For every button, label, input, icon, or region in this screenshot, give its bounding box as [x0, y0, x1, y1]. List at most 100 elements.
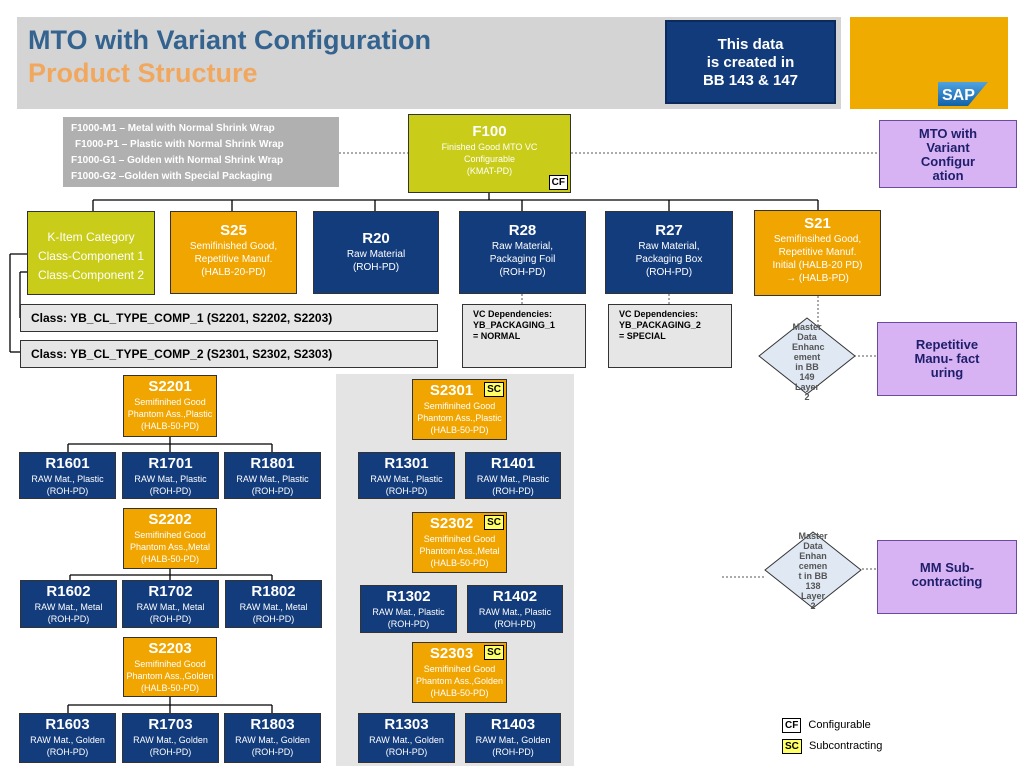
node-code: R1702	[148, 583, 193, 600]
r1602-node[interactable]: R1602 RAW Mat., Metal (ROH-PD)	[20, 580, 117, 628]
r28-node[interactable]: R28 Raw Material, Packaging Foil (ROH-PD…	[459, 211, 586, 294]
r1301-node[interactable]: R1301 RAW Mat., Plastic (ROH-PD)	[358, 452, 455, 499]
node-code: S2301	[429, 382, 474, 399]
node-desc: RAW Mat., Plastic	[370, 474, 443, 484]
kitem-line: K-Item Category	[47, 230, 135, 244]
sap-logo: SAP	[938, 82, 988, 106]
node-type: (ROH-PD)	[251, 486, 294, 496]
master-data-diamond-2: Master Data Enhan cemen t in BB 138 Laye…	[763, 530, 863, 611]
node-type: (ROH-PD)	[149, 614, 192, 624]
node-desc: Repetitive Manuf.	[778, 247, 857, 258]
r1802-node[interactable]: R1802 RAW Mat., Metal (ROH-PD)	[225, 580, 322, 628]
kitem-box: K-Item Category Class-Component 1 Class-…	[27, 211, 155, 295]
node-code: S2303	[429, 645, 474, 662]
node-type: (HALB-50-PD)	[430, 558, 489, 568]
s21-node[interactable]: S21 Semifinsihed Good, Repetitive Manuf.…	[754, 210, 881, 296]
node-code: R1403	[490, 716, 536, 733]
node-type: (HALB-50-PD)	[140, 683, 199, 693]
r1801-node[interactable]: R1801 RAW Mat., Plastic (ROH-PD)	[224, 452, 321, 499]
class-comp1-label: Class: YB_CL_TYPE_COMP_1 (S2201, S2202, …	[31, 311, 333, 325]
node-desc: RAW Mat., Golden	[475, 735, 551, 745]
node-desc: Semifinihed Good	[423, 664, 496, 674]
node-desc: RAW Mat., Metal	[136, 602, 205, 612]
mm-subcontracting-box[interactable]: MM Sub- contracting	[877, 540, 1017, 614]
node-type: (ROH-PD)	[47, 614, 90, 624]
mto-vc-label: MTO with Variant Configur ation	[918, 126, 978, 183]
node-code: R1801	[250, 455, 295, 472]
s2201-node[interactable]: S2201 Semifinihed Good Phantom Ass.,Plas…	[123, 375, 217, 437]
svg-text:SAP: SAP	[942, 87, 975, 104]
s2301-node[interactable]: S2301 Semifinihed Good Phantom Ass.,Plas…	[412, 379, 507, 440]
r1403-node[interactable]: R1403 RAW Mat., Golden (ROH-PD)	[465, 713, 561, 763]
node-type: (HALB-50-PD)	[430, 425, 489, 435]
repetitive-manufacturing-box[interactable]: Repetitive Manu- fact uring	[877, 322, 1017, 396]
node-type: (ROH-PD)	[494, 619, 536, 629]
node-code: R27	[655, 222, 683, 239]
vc-dep-line: VC Dependencies:	[619, 309, 699, 319]
s2202-node[interactable]: S2202 Semifinihed Good Phantom Ass.,Meta…	[123, 508, 217, 569]
info-line: This data	[717, 36, 784, 53]
page-subtitle: Product Structure	[28, 58, 258, 88]
r20-node[interactable]: R20 Raw Material (ROH-PD)	[313, 211, 439, 294]
node-code: R1602	[46, 583, 91, 600]
s2303-node[interactable]: S2303 Semifinihed Good Phantom Ass.,Gold…	[412, 642, 507, 703]
node-desc: RAW Mat., Metal	[239, 602, 308, 612]
page-title: MTO with Variant Configuration	[28, 25, 431, 55]
node-type: (ROH-PD)	[251, 747, 294, 757]
subcontracting-badge: SC	[484, 382, 504, 397]
r1401-node[interactable]: R1401 RAW Mat., Plastic (ROH-PD)	[465, 452, 561, 499]
r1303-node[interactable]: R1303 RAW Mat., Golden (ROH-PD)	[358, 713, 455, 763]
r1703-node[interactable]: R1703 RAW Mat., Golden (ROH-PD)	[122, 713, 219, 763]
kitem-line: Class-Component 1	[37, 249, 145, 263]
node-code: S21	[804, 215, 831, 232]
r1302-node[interactable]: R1302 RAW Mat., Plastic (ROH-PD)	[360, 585, 457, 633]
variant-item: F1000-P1 – Plastic with Normal Shrink Wr…	[75, 139, 284, 150]
node-code: R1601	[45, 455, 90, 472]
node-type: (ROH-PD)	[46, 486, 89, 496]
node-type: (KMAT-PD)	[466, 166, 513, 176]
variant-item: F1000-G2 –Golden with Special Packaging	[71, 171, 273, 182]
r1402-node[interactable]: R1402 RAW Mat., Plastic (ROH-PD)	[467, 585, 563, 633]
node-desc: Configurable	[463, 154, 516, 164]
node-code: R28	[508, 222, 537, 239]
node-desc: RAW Mat., Golden	[30, 735, 105, 745]
info-line: BB 143 & 147	[702, 72, 799, 89]
r1601-node[interactable]: R1601 RAW Mat., Plastic (ROH-PD)	[19, 452, 116, 499]
node-code: R1701	[148, 455, 193, 472]
class-comp1-bar[interactable]: Class: YB_CL_TYPE_COMP_1 (S2201, S2202, …	[20, 304, 438, 332]
node-desc: RAW Mat., Plastic	[31, 474, 104, 484]
r27-node[interactable]: R27 Raw Material, Packaging Box (ROH-PD)	[605, 211, 733, 294]
vc-dependency-2: VC Dependencies: YB_PACKAGING_2 = SPECIA…	[608, 304, 732, 368]
mto-vc-box[interactable]: MTO with Variant Configur ation	[879, 120, 1017, 188]
f100-node[interactable]: F100 Finished Good MTO VC Configurable (…	[408, 114, 571, 193]
vc-dep-line: = NORMAL	[473, 331, 521, 341]
class-comp2-label: Class: YB_CL_TYPE_COMP_2 (S2301, S2302, …	[31, 347, 333, 361]
node-desc: Phantom Ass.,Metal	[419, 546, 500, 556]
legend-label: Configurable	[808, 719, 871, 731]
vc-dep-line: YB_PACKAGING_1	[473, 320, 555, 330]
node-desc: RAW Mat., Metal	[34, 602, 103, 612]
node-desc: RAW Mat., Plastic	[476, 474, 550, 484]
r1803-node[interactable]: R1803 RAW Mat., Golden (ROH-PD)	[224, 713, 321, 763]
r1702-node[interactable]: R1702 RAW Mat., Metal (ROH-PD)	[122, 580, 219, 628]
info-box: This data is created in BB 143 & 147	[665, 20, 836, 104]
node-code: F100	[472, 123, 507, 140]
r1701-node[interactable]: R1701 RAW Mat., Plastic (ROH-PD)	[122, 452, 219, 499]
node-desc: Semifinihed Good	[423, 401, 496, 411]
legend-label: Subcontracting	[808, 740, 883, 752]
s2302-node[interactable]: S2302 Semifinihed Good Phantom Ass.,Meta…	[412, 512, 507, 573]
s2203-node[interactable]: S2203 Semifinihed Good Phantom Ass.,Gold…	[123, 637, 217, 697]
variants-box: F1000-M1 – Metal with Normal Shrink Wrap…	[63, 117, 339, 187]
node-desc: Semifinihed Good	[134, 397, 206, 407]
node-desc: RAW Mat., Golden	[369, 735, 444, 745]
node-desc: Phantom Ass.,Golden	[126, 671, 214, 681]
s25-node[interactable]: S25 Semifinished Good, Repetitive Manuf.…	[170, 211, 297, 294]
class-comp2-bar[interactable]: Class: YB_CL_TYPE_COMP_2 (S2301, S2302, …	[20, 340, 438, 368]
node-desc: Repetitive Manuf.	[194, 254, 273, 265]
r1603-node[interactable]: R1603 RAW Mat., Golden (ROH-PD)	[19, 713, 116, 763]
node-type: Initial (HALB-20 PD)	[772, 260, 863, 271]
node-code: R1803	[250, 716, 295, 733]
sap-logo-band	[850, 17, 1008, 109]
node-type: (ROH-PD)	[492, 747, 534, 757]
node-desc: RAW Mat., Golden	[235, 735, 310, 745]
